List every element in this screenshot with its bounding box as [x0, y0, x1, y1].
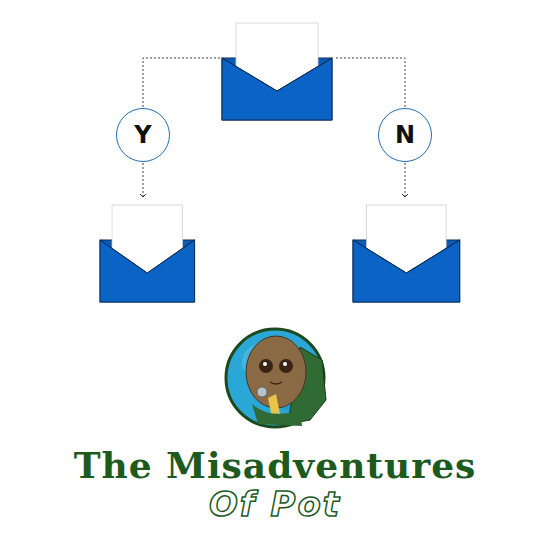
decision-circle: N — [378, 108, 432, 162]
envelope — [353, 205, 460, 302]
envelope — [222, 23, 332, 120]
logo — [226, 329, 326, 427]
subtitle-text: Of Pot — [209, 484, 341, 524]
title-text: The Misadventures — [74, 444, 477, 486]
choice-letter: Y — [134, 123, 151, 147]
envelope — [100, 205, 195, 302]
decision-circle: Y — [116, 108, 170, 162]
choice-letter: N — [395, 123, 415, 147]
